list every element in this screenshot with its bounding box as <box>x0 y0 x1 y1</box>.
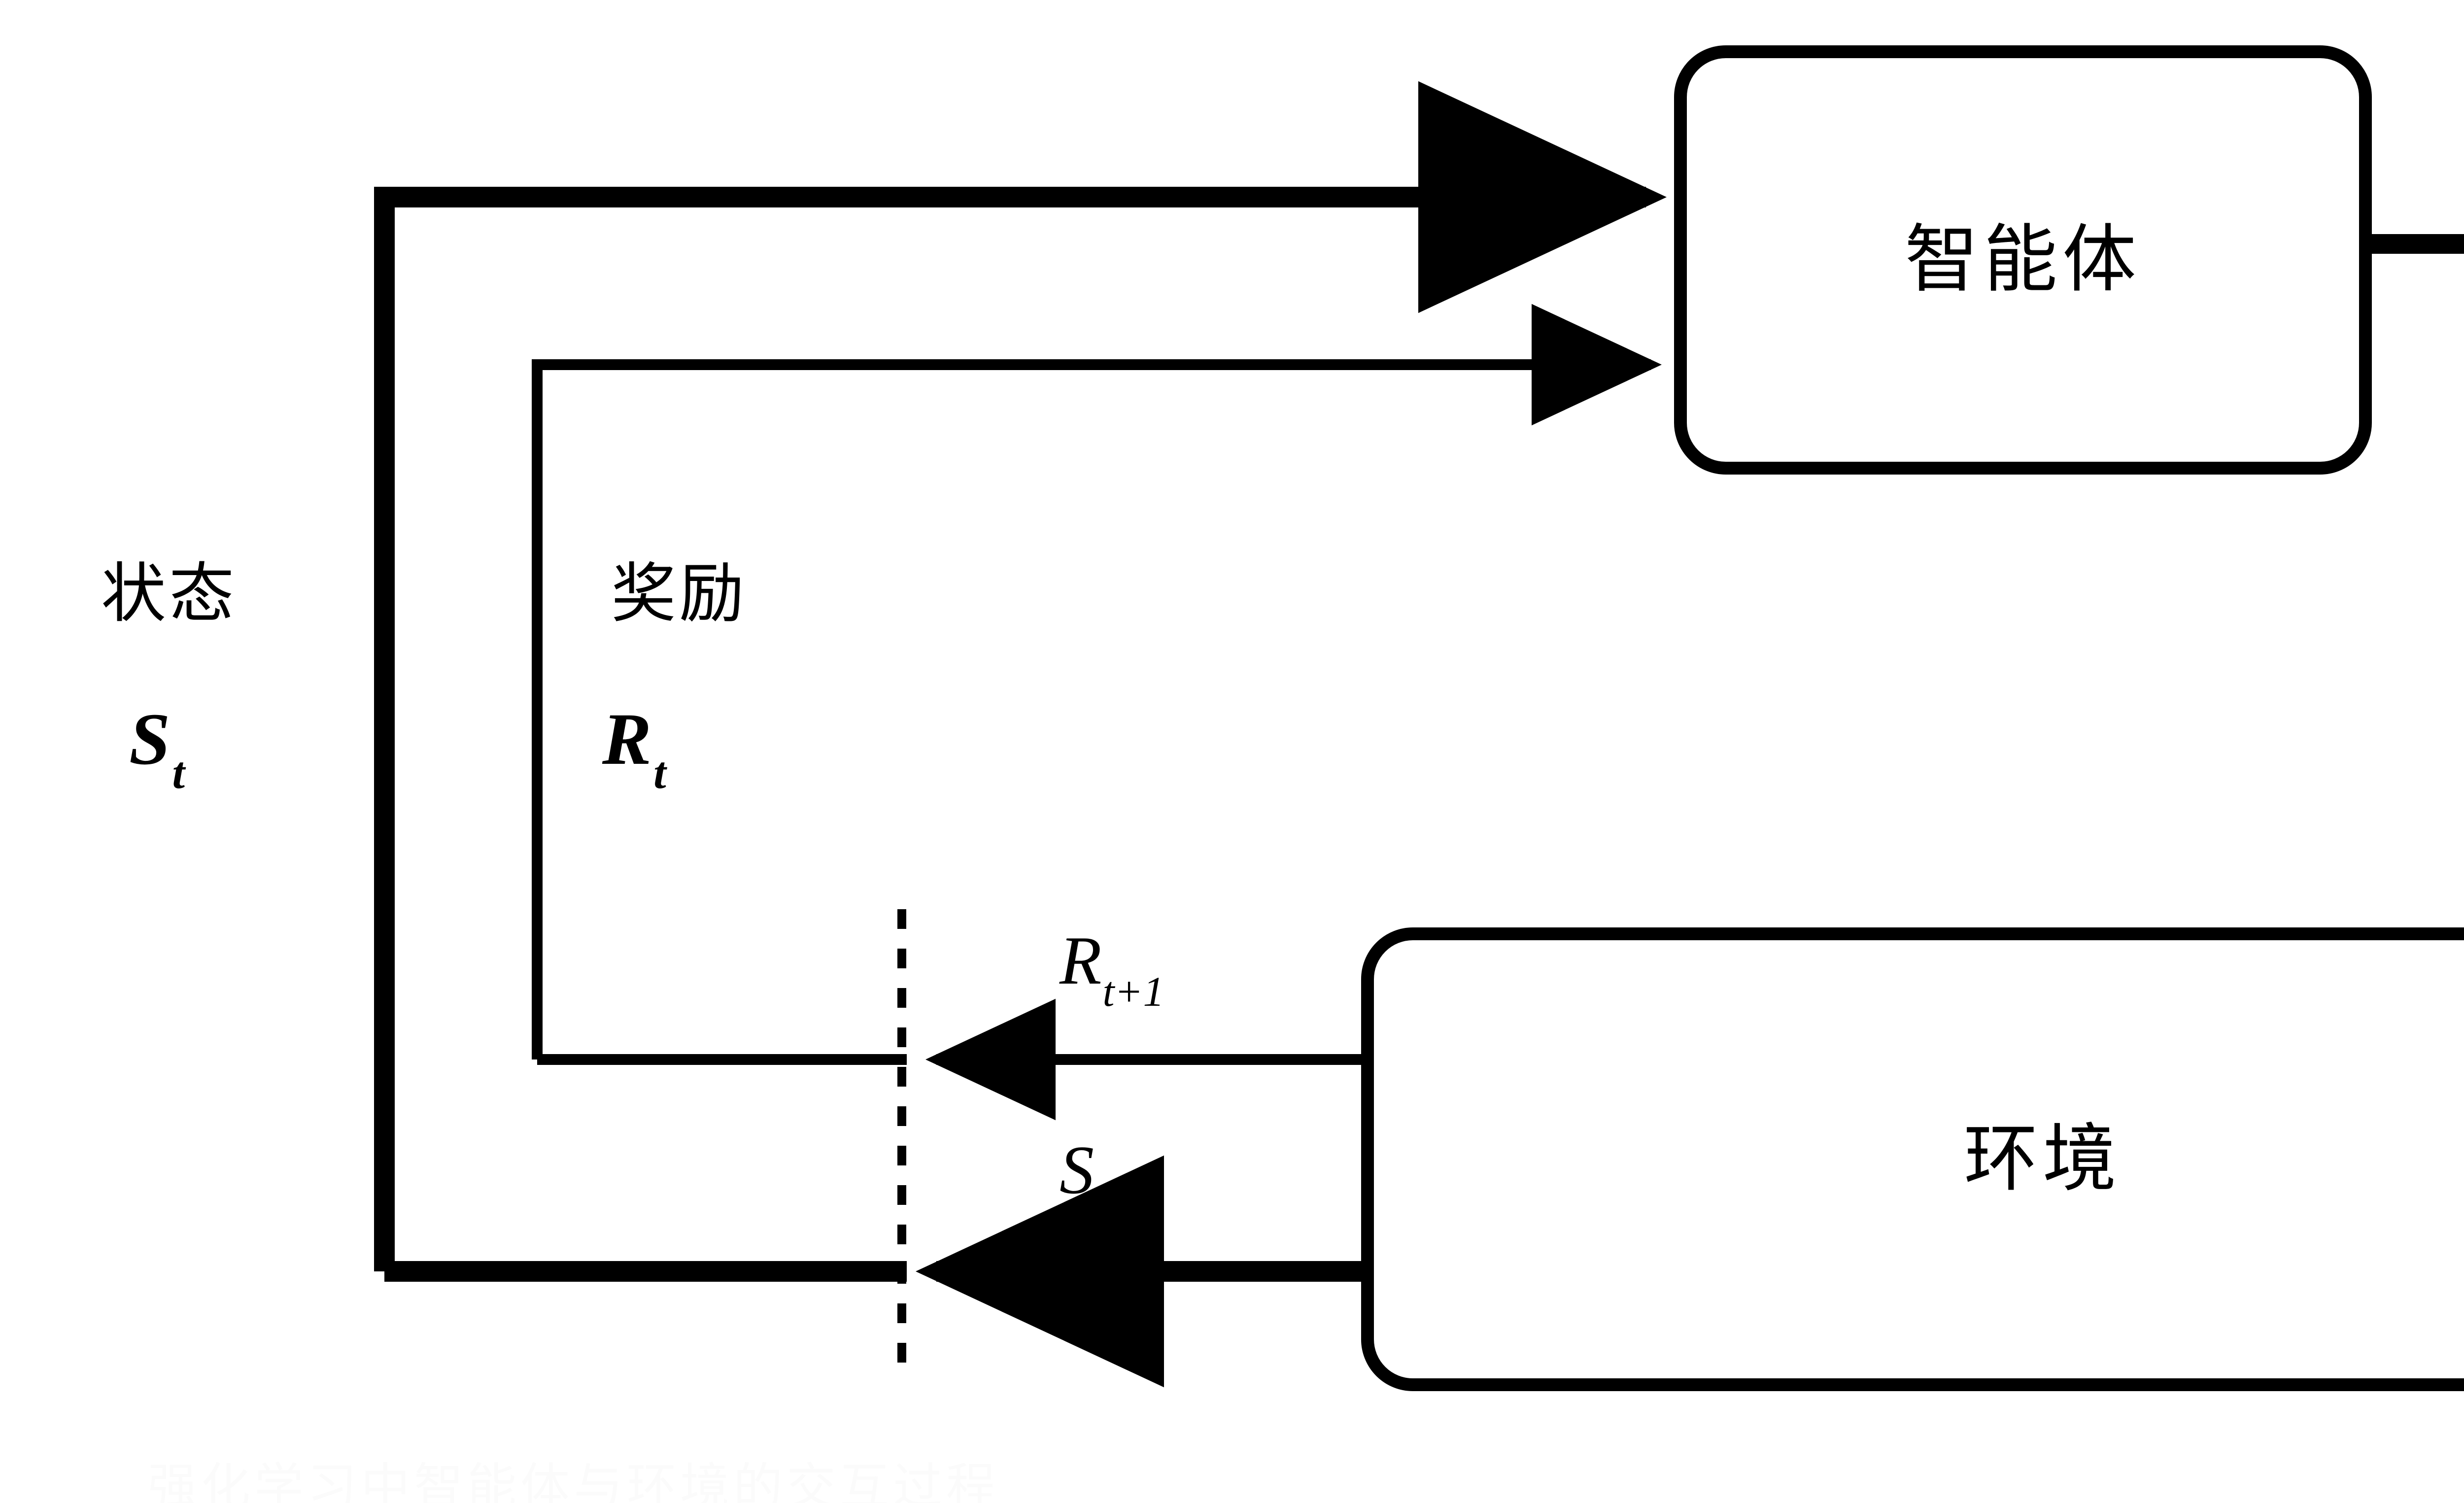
figure-caption: 强化学习中智能体与环境的交互过程 <box>148 1460 999 1503</box>
reward-symbol: Rt <box>602 702 666 795</box>
edge-reward-to-agent <box>532 304 1662 1059</box>
agent-box <box>1674 45 2372 475</box>
edge-state-to-agent <box>374 81 1667 1271</box>
reward-label-cjk: 奖励 <box>611 558 747 630</box>
next-reward-symbol-base: R <box>1060 922 1102 999</box>
state-label-cjk: 状态 <box>101 558 237 630</box>
next-state-symbol-base: S <box>1060 1132 1094 1208</box>
environment-box-label: 环境 <box>1963 1118 2122 1200</box>
reward-symbol-base: R <box>602 698 652 780</box>
reward-symbol-subscript: t <box>653 748 666 798</box>
next-state-symbol-subscript: t+1 <box>1095 1177 1157 1225</box>
state-symbol: St <box>129 702 185 795</box>
agent-box-label: 智能体 <box>1904 219 2141 301</box>
environment-box <box>1361 927 2464 1391</box>
state-symbol-subscript: t <box>172 748 185 798</box>
next-reward-edge-label: Rt+1 <box>1060 926 1164 1013</box>
state-symbol-base: S <box>129 698 171 780</box>
next-state-edge-label: St+1 <box>1060 1136 1157 1223</box>
next-reward-symbol-subscript: t+1 <box>1102 968 1164 1015</box>
